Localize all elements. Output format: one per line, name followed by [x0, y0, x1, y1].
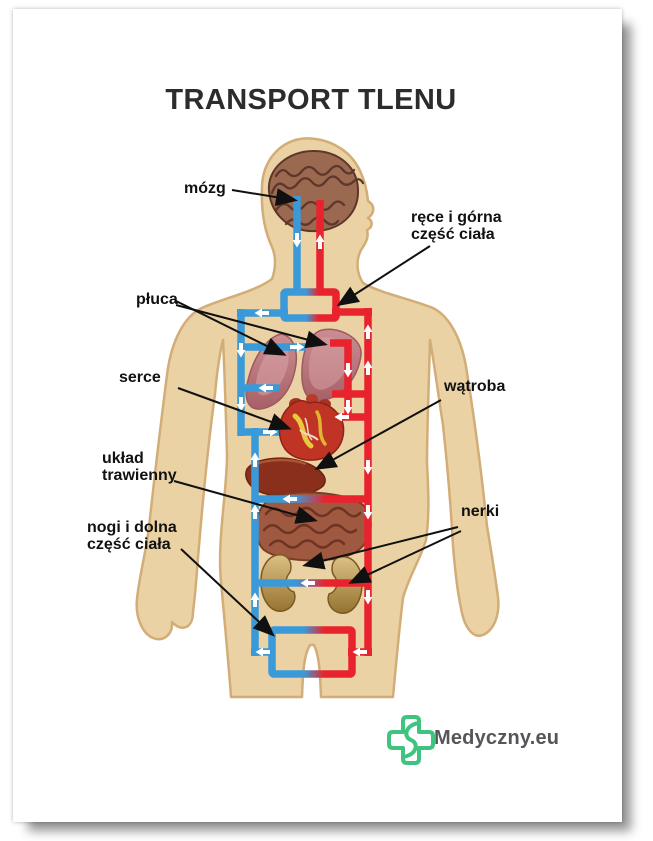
legs-box	[268, 626, 356, 678]
medyczny-logo-icon	[387, 715, 435, 765]
label-legs-lower-body: nogi i dolna część ciała	[87, 519, 177, 554]
pointer-mozg	[231, 188, 298, 207]
pointer-pluca-right	[175, 304, 328, 349]
label-pointer-lines	[173, 188, 462, 637]
pointer-watroba	[314, 399, 442, 470]
upper-body-box	[280, 288, 340, 322]
brain-illustration	[267, 149, 365, 233]
pointer-nerki-left	[302, 526, 459, 570]
heart-illustration	[278, 394, 345, 461]
pointer-nerki-right	[348, 530, 462, 584]
label-brain: mózg	[184, 180, 226, 197]
page-title: TRANSPORT TLENU	[165, 84, 457, 116]
logo-brand-text: Medyczny.eu	[434, 727, 560, 749]
label-heart: serce	[119, 369, 161, 386]
label-liver: wątroba	[444, 378, 506, 395]
label-arms-upper-body: ręce i górna część ciała	[411, 209, 502, 244]
label-lungs: płuca	[136, 291, 178, 308]
label-kidneys: nerki	[461, 503, 500, 520]
label-digestive-system: układ trawienny	[102, 450, 177, 485]
pointer-nogi	[180, 548, 275, 637]
pointer-rece	[336, 245, 431, 307]
pointer-uklad	[173, 480, 318, 524]
pointer-serce	[177, 387, 292, 431]
